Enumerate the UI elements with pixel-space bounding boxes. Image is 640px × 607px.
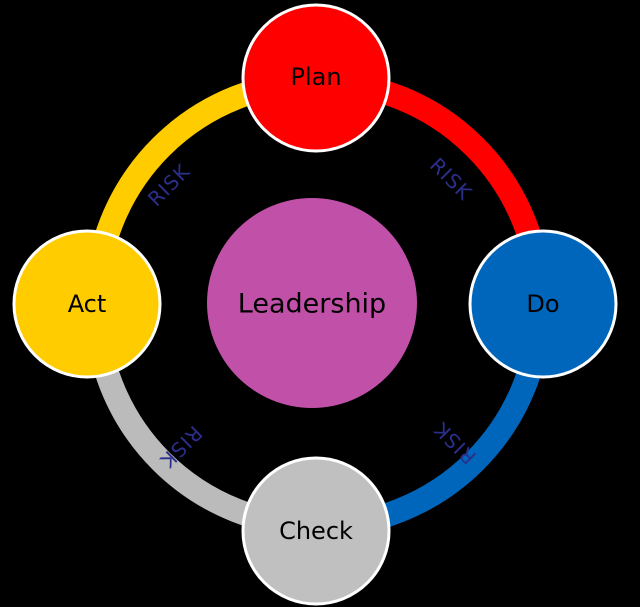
- plan-node: [241, 3, 391, 153]
- act-label: Act: [68, 290, 107, 318]
- do-label: Do: [526, 290, 559, 318]
- risk-label-do-check: RISK: [429, 417, 481, 469]
- leadership-circle: [207, 198, 417, 408]
- check-node: [241, 456, 391, 606]
- leadership-label: Leadership: [238, 289, 386, 320]
- risk-label-plan-do: RISK: [425, 153, 477, 205]
- check-label: Check: [279, 517, 353, 545]
- do-node: [468, 229, 618, 379]
- plan-label: Plan: [290, 63, 341, 91]
- act-node: [12, 229, 162, 379]
